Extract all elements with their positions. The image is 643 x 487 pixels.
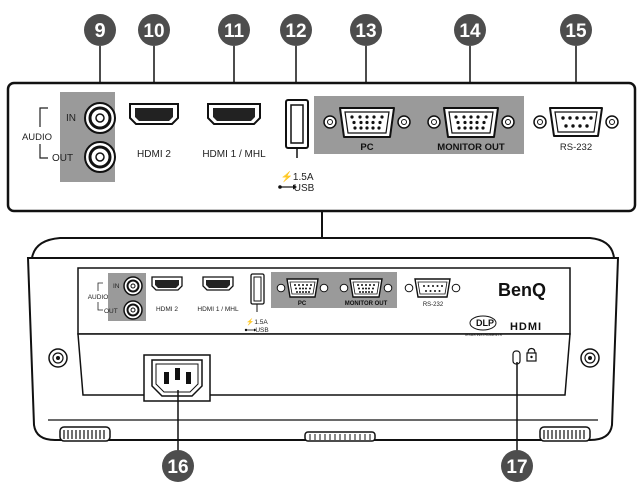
- usb-icon: [278, 184, 297, 190]
- ac-power-socket: [143, 354, 211, 402]
- svg-text:15: 15: [565, 21, 587, 42]
- rs232-label: RS-232: [560, 142, 592, 153]
- projector-body: [26, 237, 620, 442]
- hdmi2-port: HDMI 2: [129, 103, 179, 160]
- small-pc-label: PC: [298, 301, 307, 307]
- audio-in-label: IN: [66, 113, 76, 124]
- dlp-logo: DLP TEXAS INSTRUMENTS: [464, 315, 503, 337]
- left-screw-icon: [48, 348, 68, 368]
- callout-13: 13: [350, 14, 382, 100]
- callout-12: 12: [280, 14, 312, 92]
- callout-10: 10: [138, 14, 170, 92]
- small-hdmi1-port: HDMI 1 / MHL: [197, 276, 239, 313]
- callout-16: 16: [162, 390, 194, 482]
- small-hdmi2-port: HDMI 2: [151, 276, 183, 313]
- small-usb-icon: [244, 328, 257, 332]
- benq-logo: BenQ: [498, 280, 546, 300]
- callout-17: 17: [501, 362, 533, 482]
- usb-port: ⚡1.5A USB: [278, 99, 315, 194]
- small-audio-label: AUDIO: [88, 294, 109, 301]
- pc-vga-port: PC: [323, 107, 411, 153]
- right-foot: [539, 426, 591, 442]
- small-audio-out-jack: [123, 300, 143, 320]
- small-usb-label: USB: [255, 327, 268, 334]
- callout-14: 14: [454, 14, 486, 100]
- small-pc-vga-port: PC: [276, 278, 329, 307]
- monitor-out-vga-port: MONITOR OUT: [427, 107, 515, 153]
- audio-label: AUDIO: [22, 132, 52, 143]
- svg-text:9: 9: [94, 20, 105, 42]
- svg-text:17: 17: [506, 457, 527, 478]
- small-monitor-out-label: MONITOR OUT: [345, 301, 388, 307]
- lock-icon: [526, 347, 537, 362]
- monitor-out-label: MONITOR OUT: [437, 142, 505, 153]
- left-foot: [59, 426, 111, 442]
- small-monitor-out-vga-port: MONITOR OUT: [339, 278, 393, 307]
- audio-in-jack: [84, 102, 116, 134]
- center-foot: [304, 431, 376, 442]
- rs232-port: RS-232: [533, 107, 619, 153]
- small-in-label: IN: [113, 283, 120, 290]
- hdmi1-label: HDMI 1 / MHL: [202, 149, 266, 160]
- svg-text:14: 14: [459, 21, 481, 42]
- zoomed-io-panel: AUDIO IN OUT HDMI 2 HDMI 1 / MHL: [6, 81, 637, 213]
- small-out-label: OUT: [104, 308, 118, 315]
- right-screw-icon: [580, 348, 600, 368]
- small-hdmi1-label: HDMI 1 / MHL: [197, 306, 239, 313]
- callout-15: 15: [560, 14, 592, 104]
- projector-io-panel: AUDIO IN OUT HDMI 2 HDMI 1 / MHL ⚡1.: [88, 272, 546, 337]
- svg-text:12: 12: [285, 21, 306, 42]
- hdmi1-port: HDMI 1 / MHL: [202, 103, 266, 160]
- svg-text:11: 11: [224, 21, 245, 42]
- svg-text:13: 13: [355, 21, 376, 42]
- audio-out-jack: [84, 141, 116, 173]
- svg-text:TEXAS INSTRUMENTS: TEXAS INSTRUMENTS: [464, 333, 502, 337]
- svg-text:16: 16: [167, 457, 188, 478]
- hdmi-logo: HDMI: [510, 321, 542, 333]
- small-audio-in-jack: [123, 276, 143, 296]
- small-rs232-port: RS-232: [404, 278, 461, 308]
- hdmi2-label: HDMI 2: [137, 149, 171, 160]
- callout-11: 11: [218, 14, 250, 92]
- callout-9: 9: [84, 14, 116, 92]
- audio-out-label: OUT: [52, 153, 73, 164]
- usb-power-label: ⚡1.5A: [280, 170, 313, 183]
- small-usb-power-label: ⚡1.5A: [246, 318, 268, 326]
- svg-text:DLP: DLP: [476, 318, 494, 328]
- usb-label: USB: [294, 183, 315, 194]
- small-hdmi2-label: HDMI 2: [156, 306, 178, 313]
- pc-label: PC: [360, 142, 373, 153]
- svg-text:10: 10: [143, 21, 164, 42]
- small-usb-port: ⚡1.5A USB: [244, 273, 269, 334]
- small-rs232-label: RS-232: [423, 302, 444, 308]
- audio-bracket: AUDIO IN OUT: [22, 107, 76, 164]
